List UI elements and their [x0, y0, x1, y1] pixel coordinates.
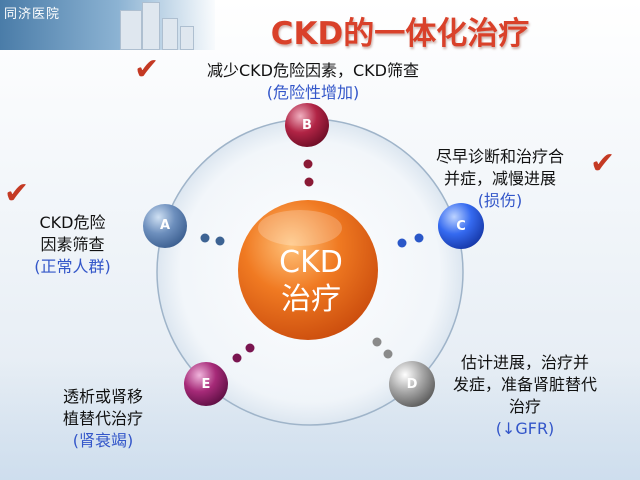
connector-dot	[200, 233, 210, 243]
node-b-line1: 减少CKD危险因素，CKD筛查	[207, 61, 419, 80]
node-c-line2: 并症，减慢进展	[443, 169, 556, 188]
node-c-letter: C	[456, 219, 466, 234]
page-title: CKD的一体化治疗	[270, 16, 530, 52]
node-e-line2: 植替代治疗	[62, 409, 143, 428]
node-c-line1: 尽早诊断和治疗合	[435, 147, 564, 166]
node-d-note: (↓GFR)	[495, 419, 555, 438]
connector-dot	[215, 236, 225, 246]
check-icon: ✔	[4, 176, 30, 211]
node-e-text: 透析或肾移 植替代治疗 (肾衰竭)	[38, 386, 168, 452]
connector-dot	[397, 238, 407, 248]
header-banner: 同济医院	[0, 0, 215, 50]
node-a-line2: 因素筛查	[40, 235, 105, 254]
node-a-letter: A	[160, 218, 170, 233]
check-icon: ✔	[134, 52, 160, 87]
node-e	[184, 362, 228, 406]
connector-dot	[372, 337, 382, 347]
node-a-text: CKD危险 因素筛查 (正常人群)	[10, 212, 135, 278]
node-e-letter: E	[202, 377, 211, 392]
building-image	[162, 18, 178, 50]
center-circle	[238, 200, 378, 340]
connector-dot	[414, 233, 424, 243]
connector-dot	[304, 177, 314, 187]
node-e-note: (肾衰竭)	[72, 431, 134, 450]
connector-dot	[383, 349, 393, 359]
center-label-ckd: CKD	[279, 245, 343, 280]
node-c-note: (损伤)	[477, 191, 523, 210]
node-a-note: (正常人群)	[34, 257, 111, 276]
node-b-note: (危险性增加)	[266, 83, 360, 102]
check-icon: ✔	[590, 146, 616, 181]
center-label-treatment: 治疗	[281, 282, 341, 317]
node-c-text: 尽早诊断和治疗合 并症，减慢进展 (损伤)	[410, 146, 590, 212]
center-highlight	[258, 210, 342, 246]
connector-dot	[303, 159, 313, 169]
node-e-line1: 透析或肾移	[62, 387, 143, 406]
node-a	[143, 204, 187, 248]
node-d-letter: D	[407, 377, 418, 392]
connector-dot	[245, 343, 255, 353]
node-b	[285, 103, 329, 147]
node-a-line1: CKD危险	[39, 213, 106, 232]
node-b-text: 减少CKD危险因素，CKD筛查 (危险性增加)	[168, 60, 458, 104]
node-c	[438, 203, 484, 249]
building-image	[120, 10, 142, 50]
node-b-letter: B	[302, 118, 312, 133]
node-d-line3: 治疗	[508, 397, 541, 416]
node-d-line1: 估计进展，治疗并	[460, 353, 589, 372]
node-d-line2: 发症，准备肾脏替代	[452, 375, 597, 394]
node-d	[389, 361, 435, 407]
building-image	[142, 2, 160, 50]
node-d-text: 估计进展，治疗并 发症，准备肾脏替代 治疗 (↓GFR)	[430, 352, 620, 440]
hospital-name: 同济医院	[4, 7, 61, 22]
building-image	[180, 26, 194, 50]
connector-dot	[232, 353, 242, 363]
